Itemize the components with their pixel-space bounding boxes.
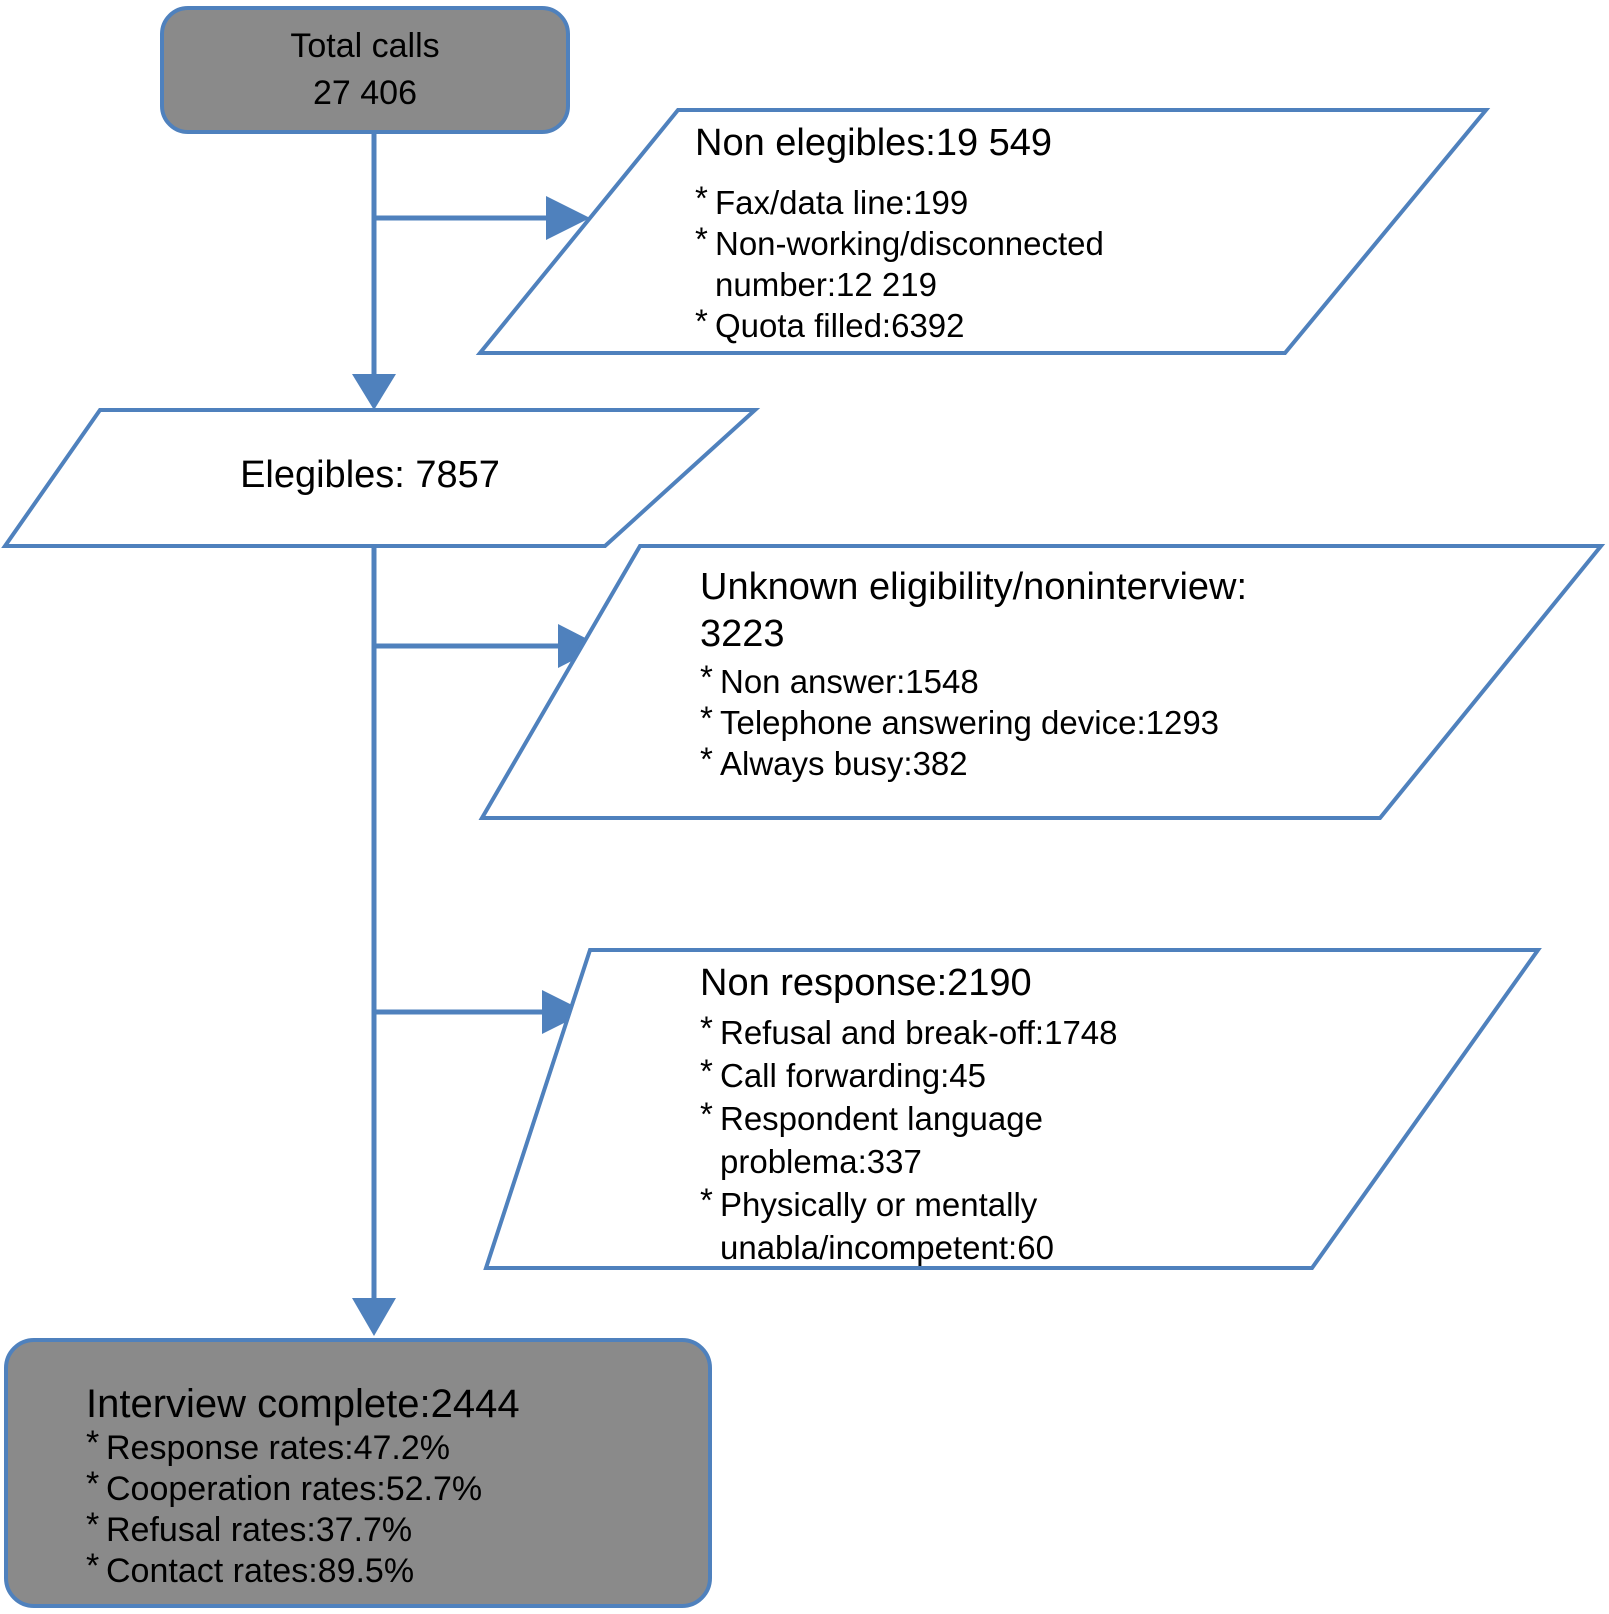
- list-item-text: Telephone answering device:1293: [720, 704, 1220, 741]
- asterisk-bullet: *: [86, 1547, 100, 1586]
- list-item-text: Call forwarding:45: [720, 1057, 986, 1094]
- list-item: *Refusal rates:37.7%: [86, 1506, 666, 1551]
- list-item-text: Respondent language problema:337: [720, 1100, 1043, 1180]
- arrowhead-down-eligibles: [352, 374, 396, 410]
- list-item-text: Refusal rates:37.7%: [106, 1511, 413, 1549]
- node-non-eligibles: Non elegibles:19 549 *Fax/data line:199 …: [695, 120, 1165, 346]
- asterisk-bullet: *: [695, 302, 708, 340]
- list-item: *Always busy:382: [700, 740, 1320, 784]
- interview-complete-list: *Response rates:47.2% *Cooperation rates…: [86, 1424, 666, 1592]
- parallelogram-non-response: [483, 948, 1542, 1270]
- interview-complete-title: Interview complete:2444: [86, 1382, 520, 1426]
- arrowhead-down-interview: [352, 1298, 396, 1336]
- parallelogram-eligibles: [1, 408, 761, 548]
- list-item: *Quota filled:6392: [695, 302, 1165, 346]
- list-item-text: Physically or mentally unabla/incompeten…: [720, 1186, 1054, 1266]
- asterisk-bullet: *: [695, 179, 708, 217]
- non-eligibles-title: Non elegibles:19 549: [695, 122, 1053, 164]
- list-item-text: Always busy:382: [720, 745, 968, 782]
- list-item-text: Non answer:1548: [720, 663, 979, 700]
- list-item: *Response rates:47.2%: [86, 1424, 666, 1469]
- node-total-calls: Total calls 27 406: [160, 6, 570, 134]
- parallelogram-non-eligibles: [475, 108, 1491, 355]
- arrowhead-right-non-eligibles: [546, 196, 590, 240]
- list-item: *Telephone answering device:1293: [700, 699, 1320, 743]
- asterisk-bullet: *: [700, 1181, 713, 1219]
- node-interview-complete: Interview complete:2444 *Response rates:…: [4, 1338, 712, 1608]
- list-item-text: Contact rates:89.5%: [106, 1552, 415, 1590]
- total-calls-label: Total calls: [290, 27, 440, 65]
- asterisk-bullet: *: [700, 1052, 713, 1090]
- list-item-text: Refusal and break-off:1748: [720, 1014, 1118, 1051]
- arrowhead-right-unknown: [558, 624, 601, 668]
- node-eligibles: Elegibles: 7857: [45, 452, 695, 498]
- non-response-title: Non response:2190: [700, 962, 1032, 1004]
- asterisk-bullet: *: [695, 220, 708, 258]
- total-calls-value: 27 406: [313, 74, 417, 112]
- list-item: *Call forwarding:45: [700, 1052, 1210, 1097]
- asterisk-bullet: *: [700, 740, 713, 778]
- list-item-text: Fax/data line:199: [715, 184, 969, 221]
- asterisk-bullet: *: [700, 1009, 713, 1047]
- list-item: *Physically or mentally unabla/incompete…: [700, 1181, 1210, 1269]
- list-item: *Contact rates:89.5%: [86, 1547, 666, 1592]
- asterisk-bullet: *: [700, 699, 713, 737]
- eligibles-title: Elegibles: 7857: [240, 454, 500, 496]
- asterisk-bullet: *: [86, 1424, 100, 1463]
- non-eligibles-list: *Fax/data line:199 *Non-working/disconne…: [695, 179, 1165, 346]
- unknown-eligibility-list: *Non answer:1548 *Telephone answering de…: [700, 658, 1320, 784]
- list-item: *Refusal and break-off:1748: [700, 1009, 1210, 1054]
- list-item-text: Quota filled:6392: [715, 307, 965, 344]
- node-unknown-eligibility: Unknown eligibility/noninterview: 3223 *…: [700, 564, 1320, 784]
- unknown-eligibility-title-line1: Unknown eligibility/noninterview:: [700, 566, 1248, 608]
- list-item-text: Cooperation rates:52.7%: [106, 1470, 483, 1508]
- node-non-response: Non response:2190 *Refusal and break-off…: [700, 960, 1210, 1269]
- asterisk-bullet: *: [700, 1095, 713, 1133]
- list-item-text: Response rates:47.2%: [106, 1429, 450, 1467]
- list-item: *Fax/data line:199: [695, 179, 1165, 223]
- non-response-list: *Refusal and break-off:1748 *Call forwar…: [700, 1009, 1210, 1269]
- list-item-text: Non-working/disconnected number:12 219: [715, 225, 1104, 303]
- list-item: *Non-working/disconnected number:12 219: [695, 220, 1165, 305]
- asterisk-bullet: *: [86, 1465, 100, 1504]
- asterisk-bullet: *: [86, 1506, 100, 1545]
- list-item: *Non answer:1548: [700, 658, 1320, 702]
- list-item: *Respondent language problema:337: [700, 1095, 1210, 1183]
- asterisk-bullet: *: [700, 658, 713, 696]
- unknown-eligibility-title-line2: 3223: [700, 613, 785, 655]
- parallelogram-unknown-eligibility: [478, 544, 1606, 820]
- list-item: *Cooperation rates:52.7%: [86, 1465, 666, 1510]
- arrowhead-right-non-response: [542, 990, 586, 1034]
